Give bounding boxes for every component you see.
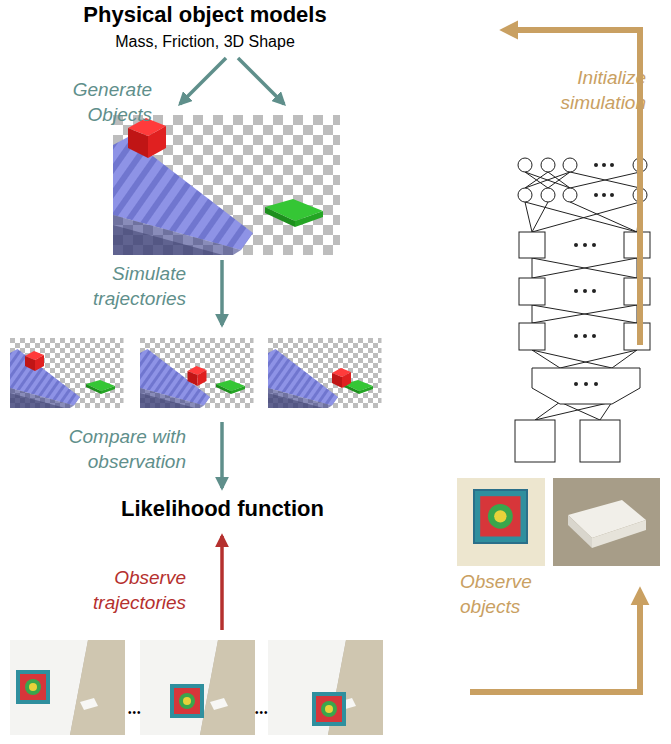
heading-text: Physical object models: [79, 2, 331, 28]
illustration-part: [474, 490, 527, 543]
illustration-part: [592, 334, 596, 338]
illustration-part: [268, 338, 382, 408]
illustration-part: [574, 243, 578, 247]
illustration-part: [610, 193, 614, 197]
ellipsis-mark: •••: [128, 706, 142, 719]
illustration-part: [574, 289, 578, 293]
illustration-part: [140, 338, 254, 408]
illustration-part: [220, 260, 224, 325]
step-label: Generate Objects: [42, 78, 152, 127]
illustration-part: [140, 338, 254, 408]
illustration-part: [574, 382, 578, 386]
illustration-part: [332, 368, 351, 388]
illustration-part: [312, 692, 346, 726]
illustration-part: [519, 232, 545, 258]
illustration-part: [553, 478, 660, 566]
illustration-part: [583, 334, 587, 338]
illustration-part: [10, 640, 125, 735]
step-label: Observe objects: [460, 570, 570, 619]
illustration-part: [220, 536, 224, 630]
illustration-part: [594, 382, 598, 386]
illustration-part: [532, 350, 637, 368]
illustration-part: [610, 163, 614, 167]
ellipsis-mark: •••: [255, 706, 269, 719]
illustration-part: [140, 640, 255, 735]
illustration-part: [583, 243, 587, 247]
illustration-part: [10, 640, 125, 735]
illustration-part: [525, 172, 640, 188]
illustration-part: [474, 490, 527, 543]
illustration-part: [474, 490, 527, 543]
step-label: Observe trajectories: [71, 566, 186, 615]
illustration-part: [580, 420, 620, 462]
illustration-part: [10, 338, 124, 408]
illustration-part: [583, 289, 587, 293]
illustration-part: [532, 368, 640, 404]
simulation-render: [113, 115, 340, 255]
illustration-part: [592, 520, 646, 548]
illustration-part: [532, 258, 637, 278]
illustration-part: [584, 382, 588, 386]
illustration-part: [268, 640, 383, 735]
illustration-part: [535, 402, 612, 420]
illustration-part: [592, 243, 596, 247]
model-heading: Physical object modelsMass, Friction, 3D…: [79, 2, 331, 53]
subheading-text: Mass, Friction, 3D Shape: [79, 32, 331, 53]
illustration-part: [16, 670, 50, 704]
neural-network: [515, 158, 650, 462]
observed-photos: [10, 640, 383, 735]
illustration-part: [602, 163, 606, 167]
illustration-part: [541, 188, 555, 202]
illustration-part: [532, 305, 637, 323]
illustration-part: [113, 115, 340, 255]
illustration-part: [268, 640, 383, 735]
illustration-part: [188, 366, 207, 386]
illustration-part: [525, 202, 640, 232]
illustration-part: [238, 58, 284, 104]
illustration-part: [170, 684, 204, 718]
illustration-part: [268, 338, 382, 408]
illustration-part: [518, 188, 532, 202]
illustration-part: [563, 188, 577, 202]
illustration-part: [563, 158, 577, 172]
illustration-part: [574, 163, 614, 386]
illustration-part: [10, 338, 124, 408]
illustration-part: [602, 193, 606, 197]
illustration-part: [25, 351, 44, 371]
illustration-part: [594, 193, 598, 197]
illustration-part: [140, 640, 255, 735]
illustration-part: [541, 158, 555, 172]
flow-arrows: [180, 30, 640, 692]
illustration-part: [574, 334, 578, 338]
illustration-part: [180, 58, 226, 104]
illustration-part: [457, 478, 545, 566]
illustration-part: [220, 422, 224, 488]
simulation-frames: [10, 338, 382, 408]
step-label: Initialize simulation: [528, 66, 646, 115]
object-photos: [457, 478, 660, 566]
illustration-part: [568, 515, 592, 548]
step-label: Simulate trajectories: [71, 262, 186, 311]
step-label: Compare with observation: [46, 425, 186, 474]
illustration-part: [515, 420, 555, 462]
heading-text: Likelihood function: [117, 496, 328, 522]
likelihood-heading: Likelihood function: [117, 496, 328, 522]
illustration-part: [519, 323, 545, 350]
illustration-part: [519, 278, 545, 305]
illustration-part: [518, 158, 532, 172]
illustration-part: [594, 163, 598, 167]
illustration-part: [592, 289, 596, 293]
